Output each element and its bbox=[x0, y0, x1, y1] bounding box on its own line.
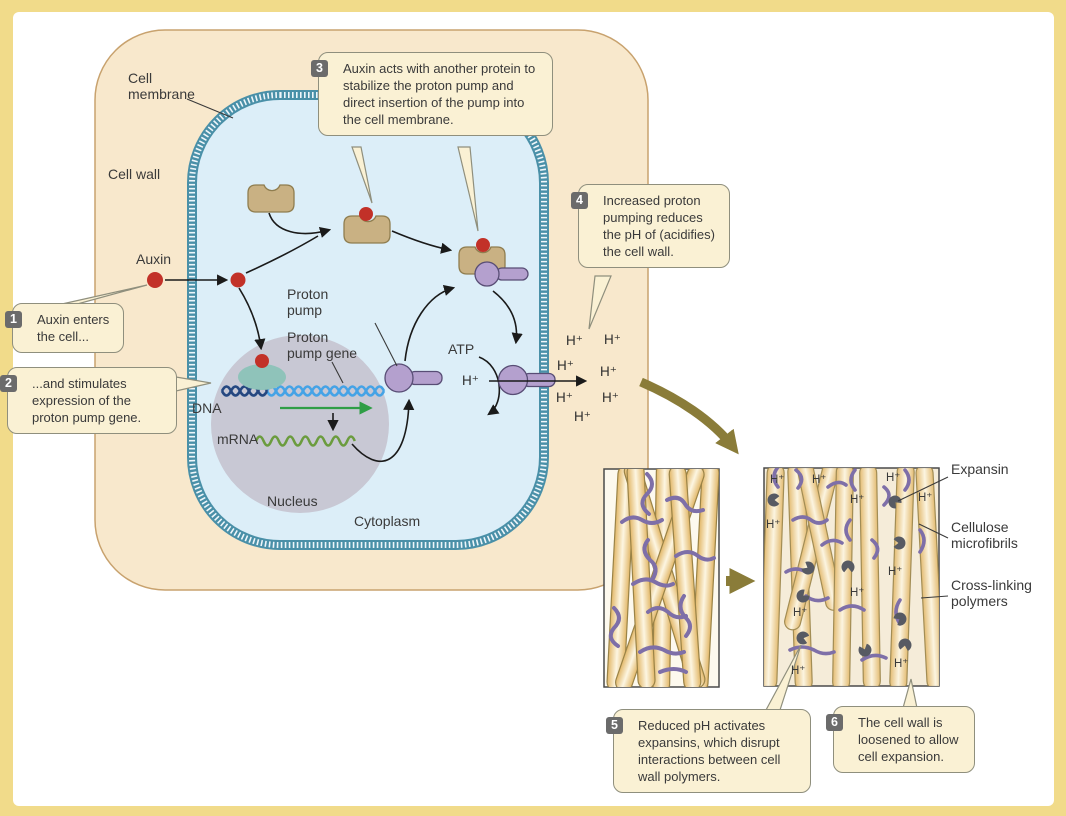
dna-helix bbox=[220, 385, 386, 397]
callout-5-badge: 5 bbox=[606, 717, 623, 734]
callout-6-text: The cell wall is loosened to allow cell … bbox=[858, 715, 959, 764]
hplus-label: H⁺ bbox=[604, 332, 621, 347]
line-cross-linking bbox=[920, 595, 949, 599]
microfibril bbox=[668, 469, 702, 687]
label-auxin: Auxin bbox=[136, 251, 172, 267]
hplus-label: H⁺ bbox=[770, 474, 785, 486]
hplus-label: H⁺ bbox=[566, 333, 583, 348]
proton-pump-new-stem bbox=[408, 370, 443, 386]
proton-pump-complex-stem bbox=[495, 267, 529, 281]
hplus-label: H⁺ bbox=[462, 373, 479, 388]
callout-4-badge: 4 bbox=[571, 192, 588, 209]
arrow-mrna-to-pump bbox=[351, 398, 415, 462]
line-proton-pump bbox=[374, 322, 398, 367]
pointer-callout-4 bbox=[588, 275, 612, 330]
callout-2: 2 ...and stimulates expression of the pr… bbox=[0, 367, 177, 434]
label-atp: ATP bbox=[448, 341, 475, 357]
hplus-label: H⁺ bbox=[766, 519, 781, 531]
line-cell-membrane bbox=[186, 98, 234, 119]
hplus-label: H⁺ bbox=[918, 492, 933, 504]
proton-pumps bbox=[384, 261, 556, 396]
microfibril bbox=[889, 468, 915, 686]
arrow-auxin-to-protein bbox=[245, 235, 319, 274]
callout-2-text: ...and stimulates expression of the prot… bbox=[32, 376, 142, 425]
zoom-arrow bbox=[639, 377, 739, 455]
label-dna: DNA bbox=[192, 400, 222, 416]
cross-linking-polymers-before bbox=[608, 472, 716, 674]
callout-3-text: Auxin acts with another protein to stabi… bbox=[343, 61, 536, 127]
label-cell-wall: Cell wall bbox=[108, 166, 161, 182]
label-cross-linking-polymers: Cross-linking polymers bbox=[951, 577, 1032, 609]
label-expansin: Expansin bbox=[951, 461, 1009, 477]
panel-before-content bbox=[606, 469, 719, 687]
callout-3-badge: 3 bbox=[311, 60, 328, 77]
hplus-label: H⁺ bbox=[850, 494, 865, 506]
arrow-to-complex bbox=[391, 230, 453, 254]
hplus-label: H⁺ bbox=[557, 358, 574, 373]
callout-3: 3 Auxin acts with another protein to sta… bbox=[311, 52, 553, 136]
label-cell-membrane: Cell membrane bbox=[128, 70, 195, 102]
hplus-label: H⁺ bbox=[574, 409, 591, 424]
mrna-wave bbox=[254, 435, 356, 447]
callout-1-text: Auxin enters the cell... bbox=[37, 312, 110, 344]
arrow-complex-to-membrane bbox=[492, 290, 523, 345]
hplus-label: H⁺ bbox=[556, 390, 573, 405]
label-proton-pump-gene: Proton pump gene bbox=[287, 329, 358, 361]
label-lines bbox=[186, 98, 949, 599]
callout-6: 6 The cell wall is loosened to allow cel… bbox=[826, 706, 975, 773]
callout-5: 5 Reduced pH activates expansins, which … bbox=[606, 709, 811, 793]
line-expansin bbox=[897, 476, 949, 502]
line-proton-pump-gene bbox=[331, 361, 344, 384]
microfibril bbox=[915, 468, 939, 686]
hplus-label: H⁺ bbox=[886, 472, 901, 484]
label-cellulose-microfibrils: Cellulose microfibrils bbox=[951, 519, 1018, 551]
arrow-auxin-to-nucleus bbox=[238, 287, 266, 351]
label-nucleus: Nucleus bbox=[267, 493, 318, 509]
microfibril bbox=[626, 469, 656, 687]
hplus-label: H⁺ bbox=[850, 587, 865, 599]
auxin-dot-outside bbox=[147, 272, 163, 288]
pointer-callout-3a bbox=[351, 146, 373, 204]
auxin-dot-nucleus bbox=[255, 354, 269, 368]
hplus-label: H⁺ bbox=[894, 658, 909, 670]
proton-pump-new bbox=[384, 363, 414, 393]
callout-1-badge: 1 bbox=[5, 311, 22, 328]
callout-2-badge: 2 bbox=[0, 375, 17, 392]
callout-1: 1 Auxin enters the cell... bbox=[5, 303, 124, 353]
arrow-protein-binds bbox=[268, 212, 332, 238]
callout-4: 4 Increased proton pumping reduces the p… bbox=[571, 184, 730, 268]
auxin-dot-bound bbox=[359, 207, 373, 221]
microfibril bbox=[606, 469, 636, 687]
nucleus-shape bbox=[211, 335, 389, 513]
auxin-dot-complex bbox=[476, 238, 490, 252]
panel-after-content bbox=[764, 468, 939, 686]
transcription-factor bbox=[238, 364, 286, 390]
auxin-dot-inside bbox=[230, 272, 246, 288]
hplus-label: H⁺ bbox=[888, 566, 903, 578]
label-proton-pump: Proton pump bbox=[287, 286, 329, 318]
pointer-callout-3b bbox=[457, 146, 479, 232]
arrow-pump-to-complex bbox=[404, 285, 456, 362]
hplus-label: H⁺ bbox=[812, 474, 827, 486]
label-mrna: mRNA bbox=[217, 431, 259, 447]
hplus-label: H⁺ bbox=[793, 607, 808, 619]
microfibril bbox=[764, 468, 785, 686]
callout-6-badge: 6 bbox=[826, 714, 843, 731]
hplus-label: H⁺ bbox=[791, 665, 806, 677]
hplus-label: H⁺ bbox=[600, 364, 617, 379]
callout-5-text: Reduced pH activates expansins, which di… bbox=[638, 718, 781, 784]
line-cellulose bbox=[918, 523, 949, 539]
callout-4-text: Increased proton pumping reduces the pH … bbox=[603, 193, 715, 259]
label-cytoplasm: Cytoplasm bbox=[354, 513, 421, 529]
microfibril bbox=[859, 468, 881, 686]
proton-pump-complex bbox=[474, 261, 500, 287]
proton-pump-membrane bbox=[497, 364, 529, 396]
hplus-label: H⁺ bbox=[602, 390, 619, 405]
